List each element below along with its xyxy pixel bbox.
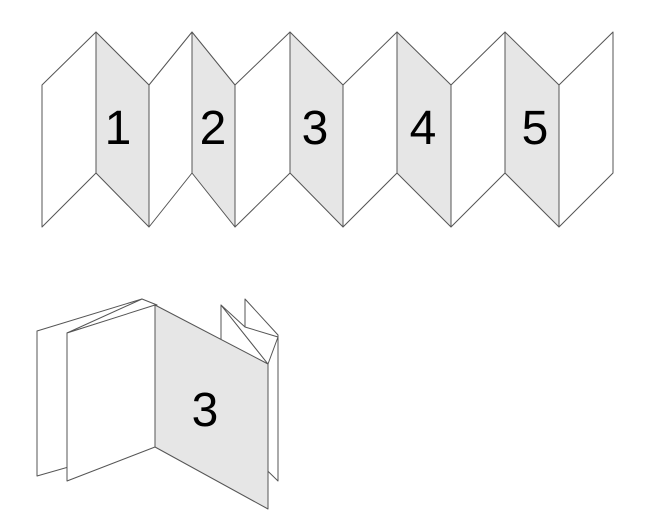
strip-panel-9	[450, 31, 506, 228]
strip-panel-11	[558, 31, 614, 228]
unfolded-strip: 1 2 3 4 5	[41, 31, 614, 228]
strip-panel-1	[41, 31, 97, 228]
strip-label-4: 4	[410, 102, 437, 155]
folded-booklet: 3	[36, 298, 279, 510]
booklet-left-panel	[66, 304, 156, 482]
booklet-label: 3	[192, 384, 219, 437]
strip-label-2: 2	[200, 102, 227, 155]
booklet-center-panel	[154, 304, 269, 510]
strip-label-3: 3	[302, 102, 329, 155]
strip-panel-5	[234, 31, 291, 228]
strip-label-1: 1	[105, 102, 132, 155]
strip-panel-7	[342, 31, 398, 228]
booklet-right-mid-flap	[220, 304, 279, 365]
strip-label-5: 5	[522, 102, 549, 155]
strip-panel-3	[148, 31, 193, 228]
